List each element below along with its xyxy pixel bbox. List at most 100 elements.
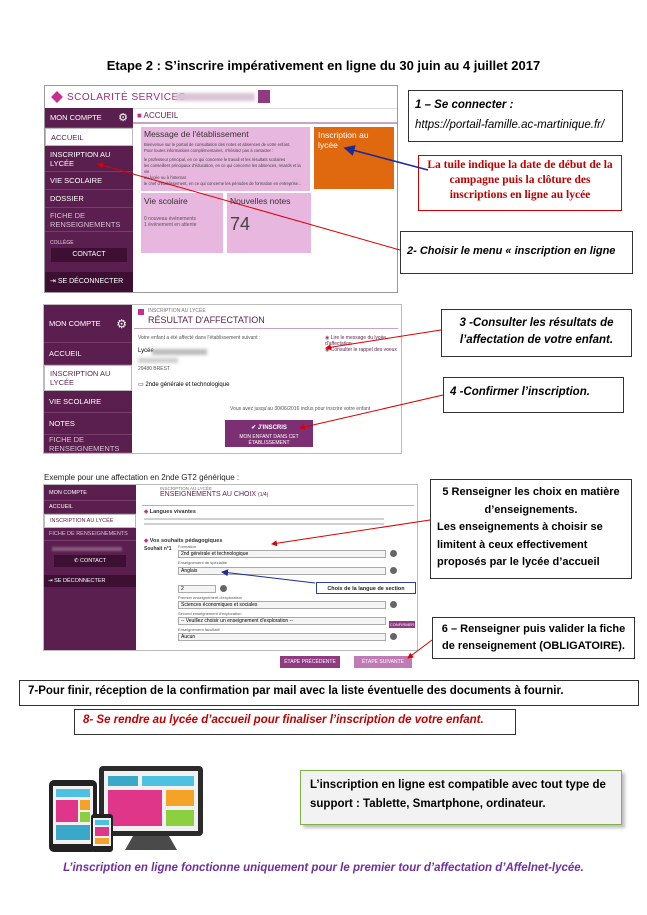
blurred-address (138, 358, 178, 363)
logout-label: SE DÉCONNECTER (54, 578, 106, 584)
sidebar-label: FICHE DE RENSEIGNEMENTS (49, 434, 120, 453)
sidebar-item-dossier[interactable]: DOSSIER (45, 190, 133, 208)
sidebar-item-inscription[interactable]: INSCRIPTION AU LYCÉE (44, 514, 136, 528)
explo-select[interactable]: Sciences économiques et sociales (178, 601, 386, 609)
sidebar-item-accueil[interactable]: ACCUEIL (44, 501, 136, 514)
sidebar-item-vie-scolaire[interactable]: VIE SCOLAIRE (45, 172, 133, 190)
breadcrumb: INSCRIPTION AU LYCÉE (160, 486, 212, 491)
help-icon[interactable] (220, 585, 227, 592)
heading-label: ENSEIGNEMENTS AU CHOIX (160, 491, 257, 498)
sidebar-item-mon-compte[interactable]: MON COMPTE (44, 485, 136, 501)
callout-step-1-title: 1 – Se connecter : (415, 99, 514, 111)
langue-note-label: Choix de la langue de section (327, 586, 405, 592)
link-label: Lire le message du lycée d'affectation (325, 335, 387, 347)
portal-header: SCOLARITÉ SERVICES (45, 86, 397, 109)
sidebar-label: VIE SCOLAIRE (49, 397, 102, 406)
sidebar-label: ACCUEIL (49, 349, 82, 358)
contact-label: CONTACT (79, 558, 107, 564)
sidebar-item-vie-scolaire[interactable]: VIE SCOLAIRE (44, 391, 132, 413)
link-message-lycee[interactable]: ◉ Lire le message du lycée d'affectation (325, 335, 401, 347)
sidebar-item-fiche[interactable]: FICHE DE RENSEIGNEMENTS (44, 528, 136, 541)
tile-vie-scolaire-line: 1 événement en attente (144, 222, 197, 228)
help-icon[interactable] (390, 633, 397, 640)
choice-label: Souhait n°1 (144, 546, 172, 552)
confirm-title: ✔ J'INSCRIS (225, 424, 313, 431)
devices-illustration (49, 766, 203, 852)
tile-vie-scolaire[interactable]: Vie scolaire 0 nouveau événements 1 évén… (141, 193, 223, 253)
intro-text: Votre enfant a été affecté dans l'établi… (138, 335, 261, 341)
gear-icon: ⚙ (118, 112, 128, 124)
help-icon[interactable] (390, 550, 397, 557)
number-select[interactable]: 2 (178, 585, 216, 593)
next-step-button[interactable]: ÉTAPE SUIVANTE (354, 656, 412, 668)
field-fac-label: Enseignement facultatif (178, 627, 220, 632)
portal-logo-icon (51, 91, 63, 103)
help-icon[interactable] (390, 567, 397, 574)
callout-tile-info-text: La tuile indique la date de début de la … (427, 159, 613, 201)
formation-select[interactable]: 2nd générale et technologique (178, 550, 386, 558)
explo2-select[interactable]: -- Veuillez choisir un enseignement d'ex… (178, 617, 386, 625)
help-icon[interactable] (390, 601, 397, 608)
confirm-inscription-button[interactable]: ✔ J'INSCRIS MON ENFANT DANS CET ÉTABLISS… (225, 420, 313, 447)
sidebar-item-fiche[interactable]: FICHE DE RENSEIGNEMENTS (45, 208, 133, 232)
confirm-title-label: J'INSCRIS (257, 425, 287, 431)
tile-message: Message de l'établissement Bienvenue sur… (141, 127, 310, 191)
callout-step-8: 8- Se rendre au lycée d’accueil pour fin… (74, 709, 516, 735)
desktop-monitor-icon (99, 766, 203, 850)
section-langues: ◆ Langues vivantes (144, 509, 196, 515)
example-caption: Exemple pour une affectation en 2nde GT2… (44, 473, 240, 482)
callout-step-4: 4 -Confirmer l’inscription. (443, 377, 624, 413)
section-langues-label: Langues vivantes (149, 509, 196, 515)
radio-icon: ◉ (325, 347, 330, 353)
tile-notes-title: Nouvelles notes (230, 196, 291, 206)
sidebar-label: INSCRIPTION AU LYCÉE (50, 369, 111, 387)
confirm-tag[interactable]: CONFIRMER (389, 621, 415, 628)
tablet-icon (49, 780, 97, 852)
header-swatch (258, 90, 270, 103)
fac-select[interactable]: Aucun (178, 633, 386, 641)
heading-step: (1/4) (258, 492, 269, 498)
sidebar-label: MON COMPTE (49, 489, 87, 496)
field-langue-label: Enseignement de spécialité (178, 560, 227, 565)
callout-step-1-url: https://portail-famille.ac-martinique.fr… (415, 119, 605, 131)
callout-step-6-text: 6 – Renseigner puis valider la fiche de … (441, 623, 626, 652)
home-icon: ■ (137, 111, 142, 120)
logout-button[interactable]: ⇥ SE DÉCONNECTER (45, 272, 133, 292)
contact-button[interactable]: CONTACT (51, 248, 127, 262)
logout-button[interactable]: ⇥ SE DÉCONNECTER (44, 575, 136, 587)
callout-step-3: 3 -Consulter les résultats de l’affectat… (441, 309, 632, 357)
sidebar-label: FICHE DE RENSEIGNEMENTS (50, 210, 121, 229)
logout-icon: ⇥ (48, 578, 53, 584)
sidebar-item-accueil[interactable]: ACCUEIL (45, 128, 133, 146)
sidebar-item-fiche[interactable]: FICHE DE RENSEIGNEMENTS (44, 435, 132, 453)
sidebar-label: FICHE DE RENSEIGNEMENTS (49, 531, 128, 537)
compatibility-box: L’inscription en ligne est compatible av… (300, 770, 622, 825)
field-explo-label: Premier enseignement d'exploration (178, 595, 242, 600)
previous-step-button[interactable]: ÉTAPE PRÉCÉDENTE (280, 656, 340, 668)
portal-sidebar: MON COMPTE ⚙ ACCUEIL INSCRIPTION AU LYCÉ… (45, 108, 133, 292)
postcode: 29480 BREST (138, 366, 170, 372)
sidebar-item-mon-compte[interactable]: MON COMPTE ⚙ (44, 305, 132, 343)
tile-message-title: Message de l'établissement (144, 129, 249, 139)
confirm-tag-label: CONFIRMER (389, 622, 415, 627)
contact-button[interactable]: ✆ CONTACT (54, 555, 126, 567)
sidebar-label: INSCRIPTION AU LYCÉE (50, 518, 114, 524)
sidebar-item-accueil[interactable]: ACCUEIL (44, 343, 132, 365)
sidebar-item-inscription[interactable]: INSCRIPTION AU LYCÉE (45, 146, 133, 172)
tile-inscription[interactable]: Inscription au lycée (314, 127, 394, 189)
langue-select[interactable]: Anglais (178, 567, 386, 575)
callout-step-5: 5 Renseigner les choix en matière d’ense… (430, 479, 632, 579)
tile-notes[interactable]: Nouvelles notes 74 (227, 193, 311, 253)
field-formation-label: Formation (178, 544, 197, 549)
gear-icon: ⚙ (116, 316, 127, 331)
sidebar-item-inscription[interactable]: INSCRIPTION AU LYCÉE (44, 365, 132, 391)
sidebar-item-notes[interactable]: NOTES (44, 413, 132, 435)
sidebar-item-mon-compte[interactable]: MON COMPTE ⚙ (45, 108, 133, 128)
sidebar-label: ACCUEIL (51, 132, 84, 142)
tile-vie-scolaire-title: Vie scolaire (144, 196, 188, 206)
link-rappel-voeux[interactable]: ◉ Consulter le rappel des voeux (325, 347, 397, 353)
message-line: le professeur principal, en ce qui conce… (144, 157, 286, 162)
message-line: les conseillers principaux d'éducation, … (144, 163, 301, 174)
langue-note: Choix de la langue de section (316, 582, 416, 594)
screenshot-resultat-affectation: MON COMPTE ⚙ ACCUEIL INSCRIPTION AU LYCÉ… (43, 304, 402, 454)
